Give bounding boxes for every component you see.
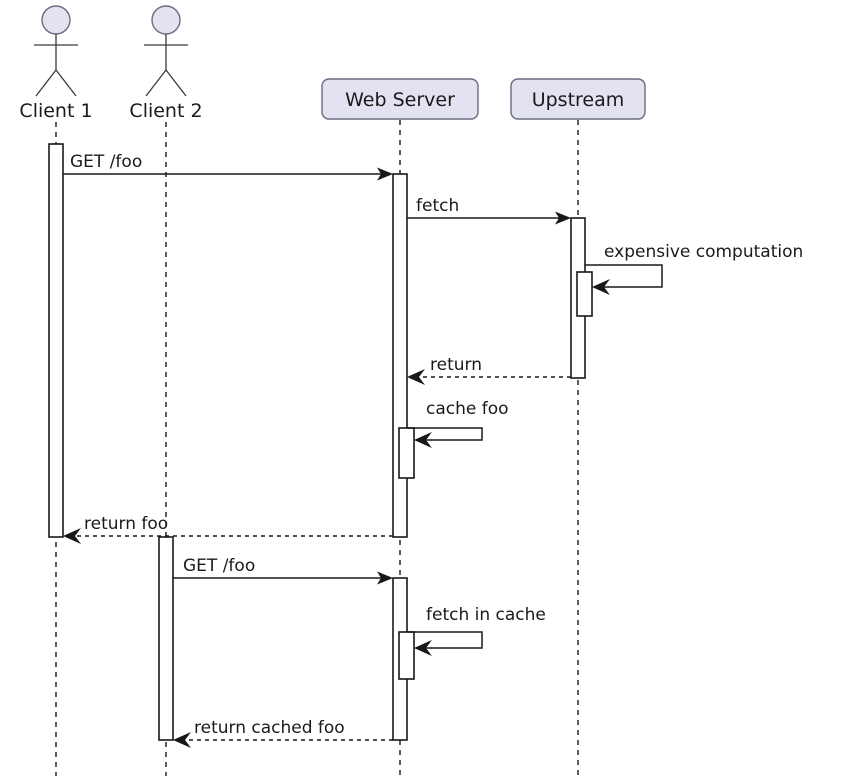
- message-label: GET /foo: [183, 556, 255, 576]
- participant-box-upstream: [510, 78, 646, 120]
- activation-client-1: [48, 143, 64, 538]
- actor-head-icon: [41, 5, 71, 35]
- message-expensive-computation[interactable]: expensive computation: [585, 242, 803, 295]
- message-label: fetch in cache: [426, 605, 546, 625]
- arrowhead-left-icon: [592, 279, 610, 295]
- activation-upstream-nested: [576, 271, 593, 317]
- actor-left-leg-line: [35, 69, 57, 97]
- message-get-foo-2[interactable]: GET /foo: [173, 556, 393, 585]
- participant-label-web-server: Web Server: [345, 89, 455, 111]
- message-return-foo[interactable]: return foo: [63, 514, 393, 544]
- activation-web-server-nested-fetch: [398, 631, 415, 680]
- message-return[interactable]: return: [407, 355, 571, 385]
- message-label: fetch: [416, 196, 459, 216]
- actor-client-2[interactable]: Client 2: [129, 5, 203, 122]
- actor-right-leg-line: [165, 69, 187, 97]
- message-self-loop-line: [407, 427, 483, 441]
- arrowhead-left-icon: [63, 528, 81, 544]
- activation-web-server-nested-cache: [398, 427, 415, 479]
- message-self-loop-line: [407, 631, 483, 649]
- message-fetch[interactable]: fetch: [407, 196, 571, 225]
- message-return-cached-foo[interactable]: return cached foo: [173, 718, 393, 748]
- arrowhead-left-icon: [414, 432, 432, 448]
- participant-web-server[interactable]: Web Server: [321, 78, 479, 120]
- message-self-loop-line: [585, 264, 663, 288]
- actor-head-icon: [151, 5, 181, 35]
- participant-box-web-server: [321, 78, 479, 120]
- message-label: return: [430, 355, 482, 375]
- arrowhead-right-icon: [377, 571, 393, 585]
- actor-right-leg-line: [55, 69, 77, 97]
- message-cache-foo[interactable]: cache foo: [407, 399, 509, 448]
- arrowhead-right-icon: [377, 167, 393, 181]
- actor-client-1[interactable]: Client 1: [19, 5, 93, 122]
- actor-label-client-1: Client 1: [19, 100, 92, 122]
- message-label: GET /foo: [70, 152, 142, 172]
- activation-web-server-first: [392, 173, 408, 538]
- activation-client-2: [158, 536, 174, 741]
- actor-label-client-2: Client 2: [129, 100, 202, 122]
- message-label: expensive computation: [604, 242, 803, 262]
- actor-left-leg-line: [145, 69, 167, 97]
- message-label: return cached foo: [194, 718, 345, 738]
- message-label: return foo: [84, 514, 168, 534]
- message-fetch-in-cache[interactable]: fetch in cache: [407, 605, 546, 656]
- activations-layer: [48, 143, 593, 741]
- participant-label-upstream: Upstream: [532, 89, 625, 111]
- arrowhead-left-icon: [414, 640, 432, 656]
- participant-upstream[interactable]: Upstream: [510, 78, 646, 120]
- message-get-foo-1[interactable]: GET /foo: [63, 152, 393, 181]
- arrowhead-left-icon: [407, 369, 425, 385]
- arrowhead-left-icon: [173, 732, 191, 748]
- message-label: cache foo: [426, 399, 509, 419]
- arrowhead-right-icon: [555, 211, 571, 225]
